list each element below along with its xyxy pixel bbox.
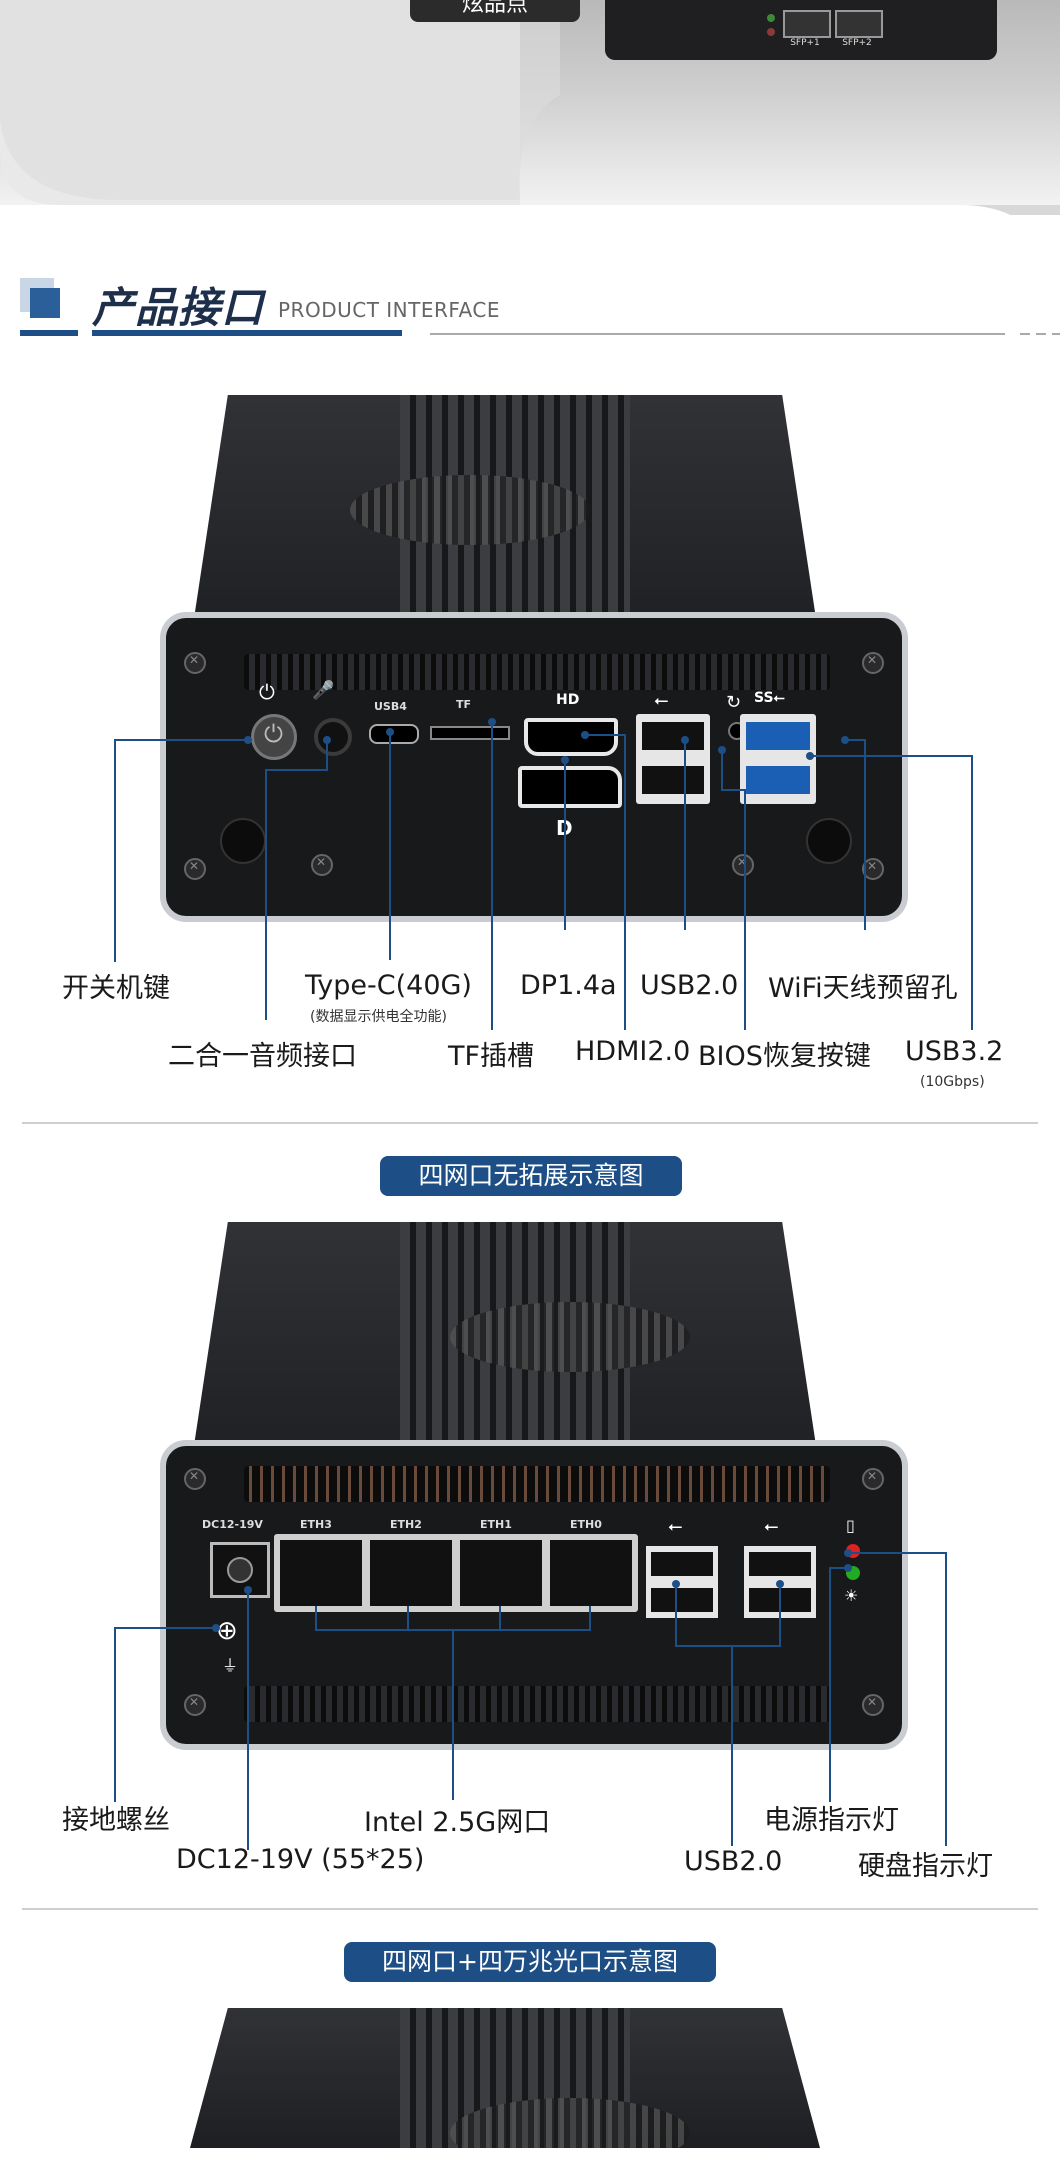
sfp-label-2: SFP+2 xyxy=(842,38,872,48)
label-bios: BIOS恢复按键 xyxy=(698,1041,871,1072)
eth0-label: ETH0 xyxy=(570,1518,602,1531)
device1-leader-lines xyxy=(114,718,973,1030)
device1-front-panel: ⏻ ⏻ 🎤 USB4 TF HD D ⭠ ↻ SS⭠ xyxy=(160,612,908,922)
screw-icon xyxy=(184,652,206,674)
hdmi-icon: HD xyxy=(556,692,580,708)
device2-front-panel: DC12-19V ⊕ ⏚ ETH3 ETH2 ETH1 ETH0 ⭠ ⭠ ▯ ☀ xyxy=(160,1440,908,1750)
usb-icon: ⭠ xyxy=(654,690,669,711)
dc-port-label: DC12-19V xyxy=(202,1518,263,1531)
label-audio: 二合一音频接口 xyxy=(168,1041,357,1072)
power-button[interactable]: ⏻ xyxy=(251,714,297,760)
mic-headphone-icon: 🎤 xyxy=(312,680,335,701)
title-underline-left xyxy=(20,330,78,336)
label-typec-sub: (数据显示供电全功能) xyxy=(310,1009,447,1025)
top-banner-curves xyxy=(0,0,1060,215)
label-usb32: USB3.2 xyxy=(905,1036,1004,1067)
hdd-icon: ▯ xyxy=(846,1516,855,1535)
usb32-ports[interactable] xyxy=(740,714,816,804)
power-symbol-icon: ⏻ xyxy=(259,680,275,704)
screw-icon xyxy=(184,1694,206,1716)
screw-icon xyxy=(732,854,754,876)
led-green xyxy=(767,14,775,22)
label-typec: Type-C(40G) xyxy=(305,970,472,1001)
divider xyxy=(22,1908,1038,1910)
eth1-label: ETH1 xyxy=(480,1518,512,1531)
light-icon: ☀ xyxy=(844,1586,859,1605)
device2-top xyxy=(190,1222,820,1472)
reset-icon: ↻ xyxy=(726,692,742,713)
device3-top xyxy=(190,2008,820,2148)
screw-icon xyxy=(184,1468,206,1490)
power-icon: ⏻ xyxy=(264,720,283,748)
label-power-key: 开关机键 xyxy=(62,973,170,1004)
usb-icon: ⭠ xyxy=(668,1516,683,1537)
eth1-port[interactable] xyxy=(460,1540,542,1606)
label-usb20-2: USB2.0 xyxy=(684,1846,783,1877)
label-usb20: USB2.0 xyxy=(640,970,739,1001)
screw-icon xyxy=(311,854,333,876)
label-power-led: 电源指示灯 xyxy=(764,1805,899,1836)
sfp-port-1 xyxy=(783,10,831,38)
divider xyxy=(22,1122,1038,1124)
screw-icon xyxy=(862,652,884,674)
ground-screw-icon: ⊕ xyxy=(216,1616,238,1646)
title-rule-dash xyxy=(1020,333,1060,335)
sfp-port-2 xyxy=(835,10,883,38)
dc-jack[interactable] xyxy=(210,1542,270,1598)
eth0-port[interactable] xyxy=(550,1540,632,1606)
ground-symbol-icon: ⏚ xyxy=(222,1656,239,1675)
screw-icon xyxy=(862,1694,884,1716)
hdmi-port[interactable] xyxy=(524,718,618,756)
section-title: 产品接口 PRODUCT INTERFACE xyxy=(20,270,1060,340)
led-red xyxy=(767,28,775,36)
label-usb32-sub: (10Gbps) xyxy=(920,1074,985,1090)
usb-c-port[interactable] xyxy=(369,724,419,744)
device2-leader-lines xyxy=(114,1549,947,1850)
usb-ss-icon: SS⭠ xyxy=(754,690,785,706)
audio-jack[interactable] xyxy=(314,718,352,756)
usb2-port-left[interactable] xyxy=(646,1546,718,1618)
eth2-port[interactable] xyxy=(370,1540,452,1606)
wifi-antenna-hole-left xyxy=(220,818,266,864)
top-tag: 炫品点 xyxy=(410,0,580,22)
screw-icon xyxy=(862,1468,884,1490)
screw-icon xyxy=(862,858,884,880)
label-intel-lan: Intel 2.5G网口 xyxy=(364,1807,551,1838)
title-square-icon xyxy=(20,278,64,322)
label-ground-screw: 接地螺丝 xyxy=(62,1805,170,1836)
tf-slot[interactable] xyxy=(430,726,510,740)
screw-icon xyxy=(184,858,206,880)
section-title-en: PRODUCT INTERFACE xyxy=(278,298,500,322)
label-hdmi: HDMI2.0 xyxy=(575,1036,691,1067)
pill-four-port-sfp: 四网口+四万兆光口示意图 xyxy=(344,1942,716,1982)
displayport-port[interactable] xyxy=(518,766,622,808)
sfp-label-1: SFP+1 xyxy=(790,38,820,48)
pill-four-port: 四网口无拓展示意图 xyxy=(380,1156,682,1196)
title-rule xyxy=(430,333,1005,335)
eth2-label: ETH2 xyxy=(390,1518,422,1531)
usb-icon: ⭠ xyxy=(764,1516,779,1537)
tf-label: TF xyxy=(456,698,472,711)
eth3-label: ETH3 xyxy=(300,1518,332,1531)
ethernet-block xyxy=(274,1534,638,1612)
device2-vent-top xyxy=(244,1466,830,1502)
device1-top xyxy=(190,395,820,645)
section-title-zh: 产品接口 xyxy=(92,283,265,332)
usb2-ports[interactable] xyxy=(636,714,710,804)
label-dp: DP1.4a xyxy=(520,970,617,1001)
title-underline xyxy=(92,330,402,336)
label-tf: TF插槽 xyxy=(448,1041,535,1072)
label-dc: DC12-19V (55*25) xyxy=(176,1844,425,1875)
usb4-label: USB4 xyxy=(374,700,407,713)
eth3-port[interactable] xyxy=(280,1540,362,1606)
top-device-front: SFP+1 SFP+2 xyxy=(605,0,997,60)
wifi-antenna-hole-right xyxy=(806,818,852,864)
device1-vent xyxy=(244,654,830,690)
label-wifi: WiFi天线预留孔 xyxy=(768,973,958,1004)
top-tag-text: 炫品点 xyxy=(461,0,528,17)
label-hdd-led: 硬盘指示灯 xyxy=(858,1851,993,1882)
